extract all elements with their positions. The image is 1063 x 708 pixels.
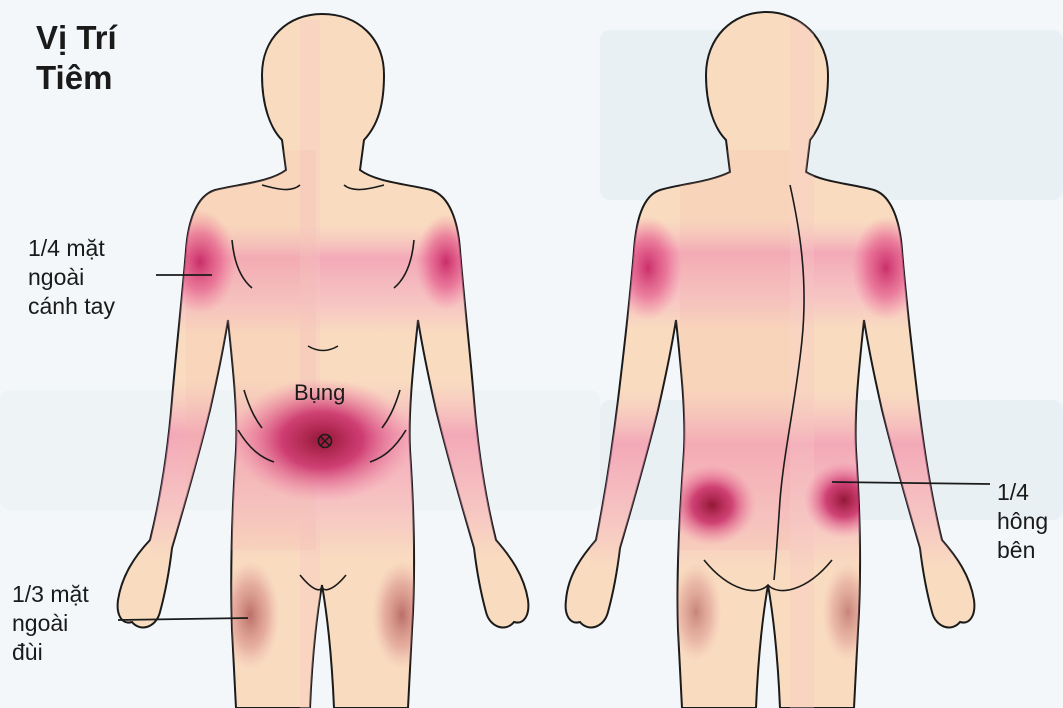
label-flank: 1/4 hông bên [997,478,1048,565]
label-thigh: 1/3 mặt ngoài đùi [12,580,89,667]
background-panel [600,30,1063,200]
label-upper-arm: 1/4 mặt ngoài cánh tay [28,234,115,321]
diagram-title: Vị Trí Tiêm [36,18,117,98]
label-abdomen: Bụng [294,378,345,407]
